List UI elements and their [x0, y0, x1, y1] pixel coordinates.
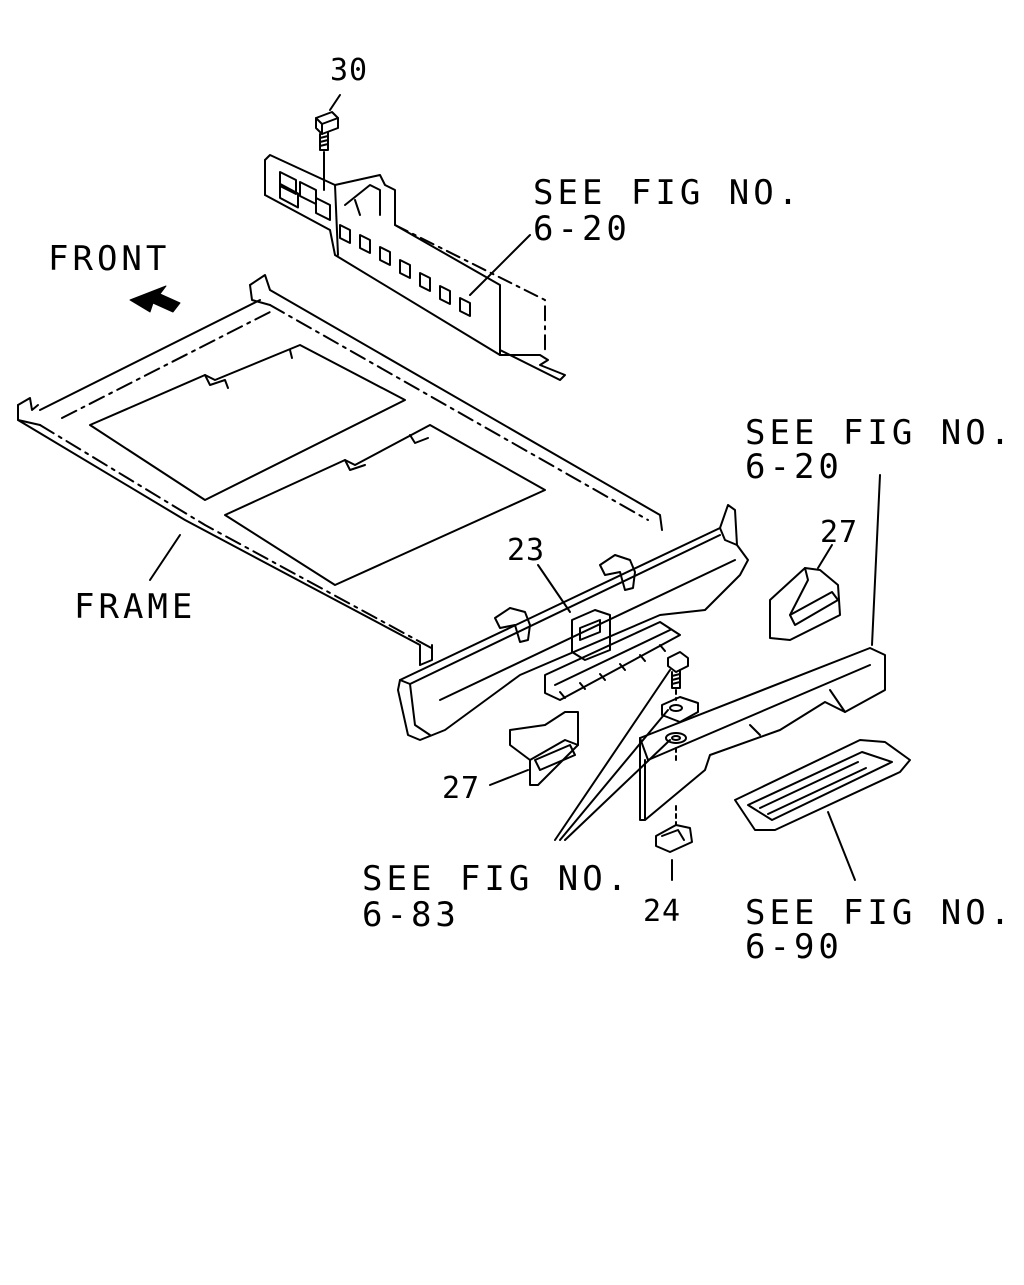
ref-right-line2: 6-20: [745, 447, 843, 487]
frame-label: FRAME: [74, 587, 197, 627]
part-number-24: 24: [643, 894, 682, 929]
ref-bottom-left-line1: SEE FIG NO.: [362, 859, 632, 899]
bracket-27-left: [490, 712, 578, 785]
part-number-30: 30: [330, 53, 369, 88]
part-number-23: 23: [507, 533, 546, 568]
bumper-23: [398, 505, 748, 740]
front-arrow-icon: [130, 286, 180, 312]
bracket-27-right: [770, 545, 840, 640]
front-label: FRONT: [48, 239, 171, 279]
step-bumper: [640, 475, 885, 820]
upper-bracket: [265, 155, 565, 380]
bolt-30: [316, 95, 340, 190]
ref-right-line1: SEE FIG NO.: [745, 413, 1015, 453]
ref-bottom-right-line2: 6-90: [745, 927, 843, 967]
leader-lines-6-83: [555, 670, 670, 840]
ref-top-line1: SEE FIG NO.: [533, 173, 803, 213]
part-number-27-left: 27: [442, 771, 481, 806]
step-pad: [735, 740, 910, 880]
ref-bottom-right-line1: SEE FIG NO.: [745, 893, 1015, 933]
ref-top-line2: 6-20: [533, 209, 631, 249]
ref-bottom-left-line2: 6-83: [362, 895, 460, 935]
bolt-nut-stack: [656, 652, 698, 880]
part-number-27-right: 27: [820, 515, 859, 550]
frame: [18, 275, 662, 665]
